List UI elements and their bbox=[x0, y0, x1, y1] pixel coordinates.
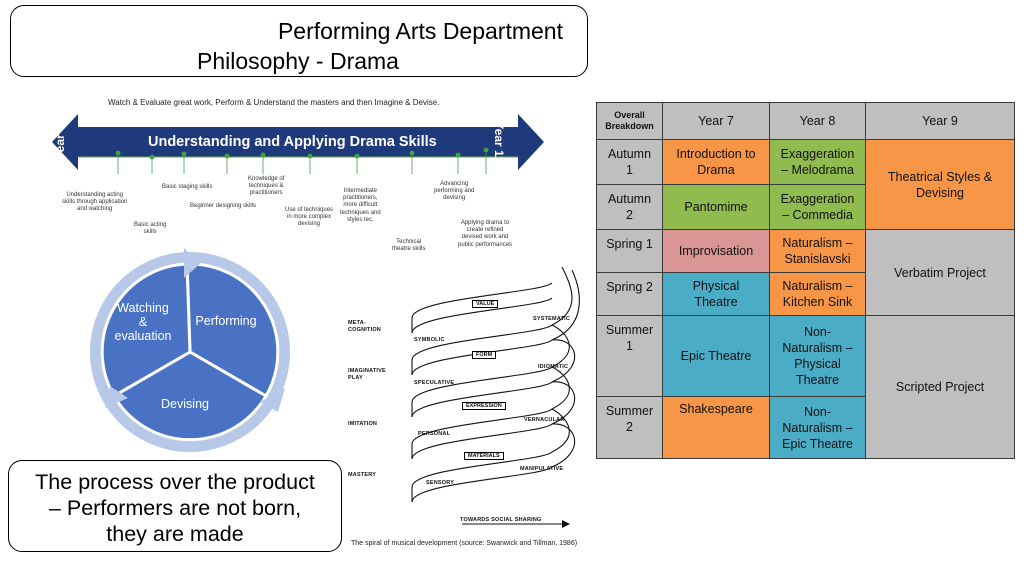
term-label: Summer 1 bbox=[596, 315, 663, 397]
spiral-box-label: MATERIALS bbox=[464, 452, 504, 460]
cycle-diagram bbox=[90, 248, 290, 452]
spiral-inner-label: SYSTEMATIC bbox=[533, 316, 571, 322]
skill-label: Understanding acting skills through appl… bbox=[62, 192, 128, 213]
skill-label: Beginner designing skills bbox=[190, 203, 257, 209]
table-cell: Non- Naturalism – Physical Theatre bbox=[769, 315, 866, 397]
spiral-caption: The spiral of musical development (sourc… bbox=[351, 540, 578, 547]
skill-label: Basic staging skills bbox=[162, 184, 213, 190]
table-header-cell: Overall Breakdown bbox=[596, 102, 663, 140]
table-cell: Physical Theatre bbox=[662, 272, 770, 316]
quote-text: The process over the product – Performer… bbox=[35, 470, 315, 546]
table-header-cell: Year 7 bbox=[662, 102, 770, 140]
cycle-devising: Devising bbox=[161, 397, 209, 411]
skill-label: Advancing performing and devising bbox=[434, 181, 475, 202]
arrow-title: Understanding and Applying Drama Skills bbox=[148, 134, 437, 150]
table-header-cell: Year 8 bbox=[769, 102, 866, 140]
term-label: Summer 2 bbox=[596, 396, 663, 459]
skill-label: Knowledge of techniques & practitioners bbox=[248, 176, 285, 197]
cycle-watching: Watching & evaluation bbox=[114, 301, 172, 343]
spiral-left-label: IMITATION bbox=[348, 421, 378, 427]
table-cell: Theatrical Styles & Devising bbox=[865, 139, 1015, 230]
spiral-diagram bbox=[411, 266, 580, 528]
skill-label: Basic acting skills bbox=[134, 222, 167, 236]
spiral-left-label: IMAGINATIVE PLAY bbox=[348, 368, 386, 381]
table-header-cell: Year 9 bbox=[865, 102, 1015, 140]
spiral-box-label: FORM bbox=[472, 351, 497, 359]
skill-label: Technical theatre skills bbox=[392, 239, 426, 253]
arrow-end-label: Year 11 bbox=[492, 121, 506, 163]
title-box: Performing Arts Department Philosophy - … bbox=[10, 5, 588, 77]
spiral-inner-label: VERNACULAR bbox=[524, 417, 565, 423]
table-cell: Naturalism – Kitchen Sink bbox=[769, 272, 866, 316]
table-cell: Epic Theatre bbox=[662, 315, 770, 397]
skills-arrow bbox=[52, 114, 544, 174]
quote-box: The process over the product – Performer… bbox=[8, 460, 342, 552]
arrow-start-label: Year 7 bbox=[53, 124, 67, 160]
spiral-inner-label: SENSORY bbox=[426, 480, 455, 486]
term-label: Spring 2 bbox=[596, 272, 663, 316]
curriculum-table: Overall Breakdown Year 7 Year 8 Year 9 A… bbox=[596, 102, 1015, 459]
skill-label: Intermediate practitioners, more difficu… bbox=[340, 188, 381, 223]
spiral-inner-label: IDIOMATIC bbox=[538, 364, 569, 370]
term-label: Autumn 2 bbox=[596, 184, 663, 230]
table-cell: Exaggeration – Commedia bbox=[769, 184, 866, 230]
title-line-1: Performing Arts Department bbox=[277, 18, 563, 44]
spiral-left-label: META- COGNITION bbox=[348, 320, 381, 333]
table-cell: Exaggeration – Melodrama bbox=[769, 139, 866, 185]
spiral-inner-label: SPECULATIVE bbox=[414, 380, 455, 386]
cycle-performing: Performing bbox=[195, 314, 257, 328]
table-cell: Verbatim Project bbox=[865, 229, 1015, 316]
title-line-2: Philosophy - Drama bbox=[197, 48, 399, 74]
spiral-left-label: MASTERY bbox=[348, 472, 377, 478]
spiral-inner-label: SYMBOLIC bbox=[414, 337, 445, 343]
term-label: Autumn 1 bbox=[596, 139, 663, 185]
term-label: Spring 1 bbox=[596, 229, 663, 273]
skill-label: Use of techniques in more complex devisi… bbox=[285, 207, 334, 228]
spiral-bottom-label: TOWARDS SOCIAL SHARING bbox=[460, 517, 542, 523]
table-cell: Improvisation bbox=[662, 229, 770, 273]
spiral-box-label: EXPRESSION bbox=[462, 402, 506, 410]
arrow-top-text: Watch & Evaluate great work, Perform & U… bbox=[108, 98, 440, 107]
spiral-inner-label: MANIPULATIVE bbox=[520, 466, 564, 472]
table-cell: Pantomime bbox=[662, 184, 770, 230]
table-cell: Non- Naturalism – Epic Theatre bbox=[769, 396, 866, 459]
table-cell: Scripted Project bbox=[865, 315, 1015, 459]
spiral-inner-label: PERSONAL bbox=[418, 431, 451, 437]
table-cell: Naturalism – Stanislavski bbox=[769, 229, 866, 273]
table-cell: Shakespeare bbox=[662, 396, 770, 459]
skill-label: Applying drama to create refined devised… bbox=[458, 220, 513, 248]
table-cell: Introduction to Drama bbox=[662, 139, 770, 185]
spiral-box-label: VALUE bbox=[472, 300, 499, 308]
